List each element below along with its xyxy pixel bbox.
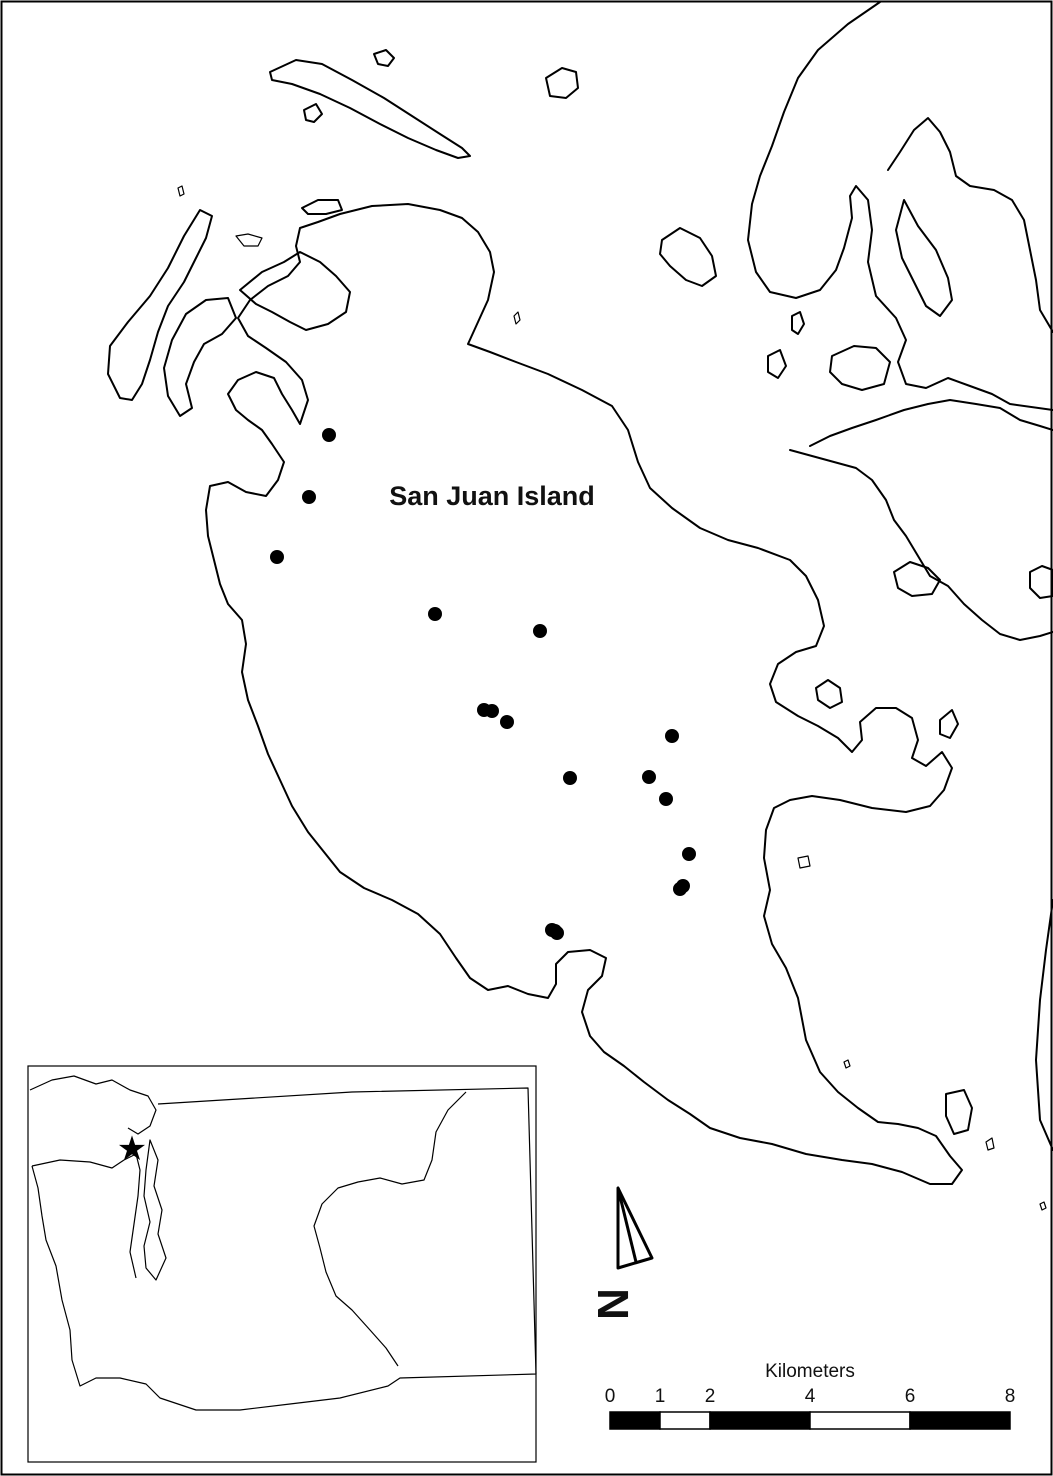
sample-point <box>665 729 679 743</box>
north-label: N <box>588 1288 637 1320</box>
small-islet-a <box>797 855 811 869</box>
northwest-peninsula <box>107 209 213 401</box>
scale-segment <box>709 1411 811 1430</box>
northwest-inlet-shore <box>163 297 237 417</box>
small-islet-f <box>235 233 263 247</box>
scale-segments <box>609 1411 1011 1430</box>
sample-point <box>659 792 673 806</box>
north-islet-5 <box>659 227 717 287</box>
sample-point <box>545 923 559 937</box>
north-island-long <box>269 59 471 159</box>
northwest-headland <box>239 251 351 331</box>
sample-point <box>302 490 316 504</box>
east-islet-3 <box>815 679 843 709</box>
small-islet-e <box>177 185 185 197</box>
sample-point <box>485 704 499 718</box>
inset-map: ★ <box>27 1065 537 1463</box>
eastern-peninsula <box>887 117 1053 333</box>
inset-washington-outline <box>31 1087 537 1411</box>
east-islet-2 <box>893 561 941 597</box>
sample-point <box>673 882 687 896</box>
sample-point <box>533 624 547 638</box>
sample-point <box>322 428 336 442</box>
inset-frame <box>27 1065 537 1463</box>
inset-columbia-river <box>313 1091 467 1367</box>
scale-tick-label: 4 <box>805 1386 816 1407</box>
scale-tick-label: 8 <box>1005 1386 1016 1407</box>
sample-points <box>270 428 696 940</box>
east-islet-1 <box>829 345 891 391</box>
san-juan-island-coastline <box>205 203 963 1185</box>
sample-point <box>682 847 696 861</box>
scale-tick-label: 2 <box>705 1386 716 1407</box>
island-label: San Juan Island <box>389 481 595 511</box>
north-arrow: N <box>588 1186 654 1320</box>
east-shore-south <box>809 399 1053 447</box>
east-islet-4 <box>791 311 805 335</box>
scale-segment <box>809 1411 911 1430</box>
sample-point <box>500 715 514 729</box>
scale-bar: Kilometers 0 1 2 4 6 8 <box>605 1361 1016 1430</box>
inset-puget-sound <box>143 1139 167 1281</box>
scale-tick-labels: 0 1 2 4 6 8 <box>605 1386 1016 1407</box>
sample-point <box>563 771 577 785</box>
eastern-landmass <box>747 1 1053 411</box>
sample-point <box>270 550 284 564</box>
scale-segment <box>609 1411 661 1430</box>
east-islet-8 <box>1029 565 1053 599</box>
inset-coast <box>31 1153 141 1279</box>
scale-tick-label: 6 <box>905 1386 916 1407</box>
north-islet-3 <box>303 103 323 123</box>
scale-unit-label: Kilometers <box>765 1361 855 1382</box>
east-islet-7 <box>945 1089 973 1135</box>
sample-point <box>428 607 442 621</box>
north-islet-2 <box>373 49 395 67</box>
eastern-inner-shore <box>895 199 953 317</box>
small-islet-c <box>1039 1201 1047 1211</box>
scale-tick-label: 0 <box>605 1386 616 1407</box>
north-islet-4 <box>301 199 343 215</box>
scale-segment <box>909 1411 1011 1430</box>
north-islet-6 <box>513 311 521 325</box>
inset-north-coast <box>29 1075 157 1135</box>
sample-point <box>642 770 656 784</box>
lopez-island-west <box>789 449 1053 641</box>
scale-segment <box>659 1411 711 1430</box>
east-edge-shore <box>1035 899 1053 1151</box>
east-islet-6 <box>939 709 959 739</box>
scale-tick-label: 1 <box>655 1386 666 1407</box>
small-islet-d <box>985 1137 995 1151</box>
star-icon: ★ <box>117 1131 147 1168</box>
north-islet-1 <box>545 67 579 99</box>
east-islet-5 <box>767 349 787 379</box>
small-islet-b <box>843 1059 851 1069</box>
